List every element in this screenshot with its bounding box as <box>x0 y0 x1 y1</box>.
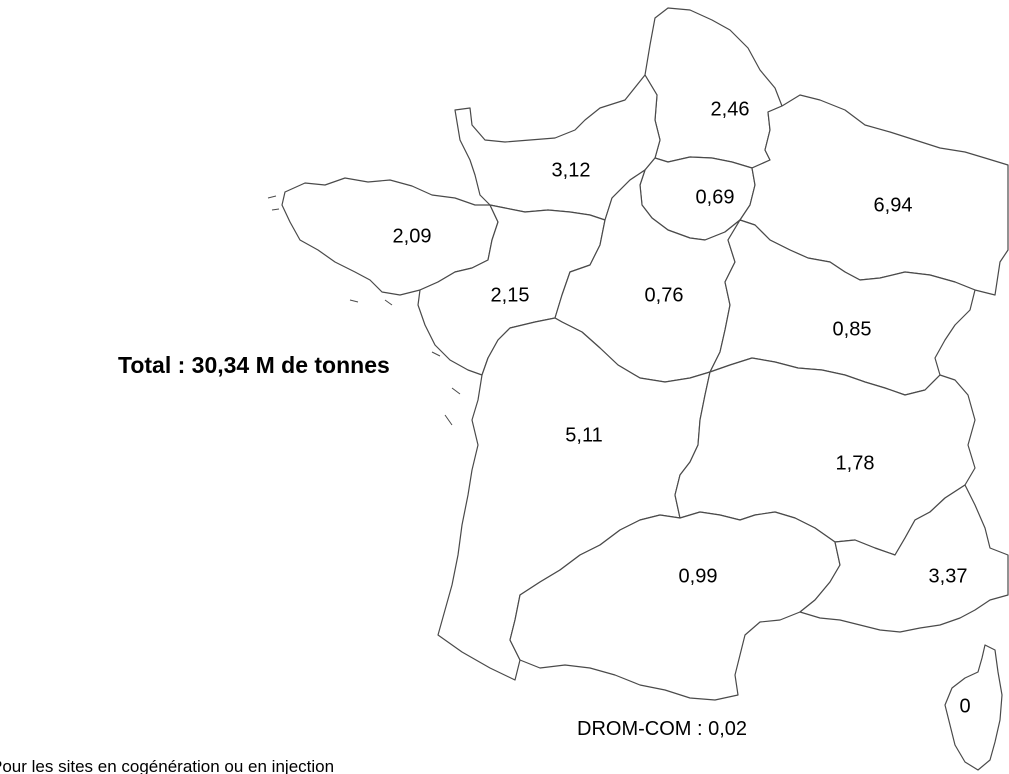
region-value-hauts-de-france: 2,46 <box>711 98 750 120</box>
region-value-corse: 0 <box>959 695 970 717</box>
footnote-text: Pour les sites en cogénération ou en inj… <box>0 758 335 774</box>
region-value-bretagne: 2,09 <box>393 225 432 247</box>
region-value-occitanie: 0,99 <box>679 565 718 587</box>
region-value-nouvelle-aquitaine: 5,11 <box>565 424 602 446</box>
total-label: Total : 30,34 M de tonnes <box>118 352 390 378</box>
region-hauts-de-france[interactable] <box>644 7 783 169</box>
region-value-bourgogne-franche-comte: 0,85 <box>833 318 872 340</box>
footnote: Pour les sites en cogénération ou en inj… <box>0 758 343 774</box>
region-value-normandie: 3,12 <box>552 159 591 181</box>
region-provence-alpes-cote-dazur[interactable] <box>799 484 1009 633</box>
coast-islands-bretagne <box>267 195 393 306</box>
region-value-ile-de-france: 0,69 <box>696 186 735 208</box>
coast-islands-atlantique <box>431 351 461 426</box>
region-value-pays-de-la-loire: 2,15 <box>491 284 530 306</box>
region-value-centre-val-de-loire: 0,76 <box>645 284 684 306</box>
region-corse[interactable] <box>944 644 1003 771</box>
region-value-grand-est: 6,94 <box>874 194 913 216</box>
region-value-auvergne-rhone-alpes: 1,78 <box>836 452 875 474</box>
region-value-provence-alpes-cote-dazur: 3,37 <box>929 565 968 587</box>
drom-com-label: DROM-COM : 0,02 <box>577 718 748 740</box>
